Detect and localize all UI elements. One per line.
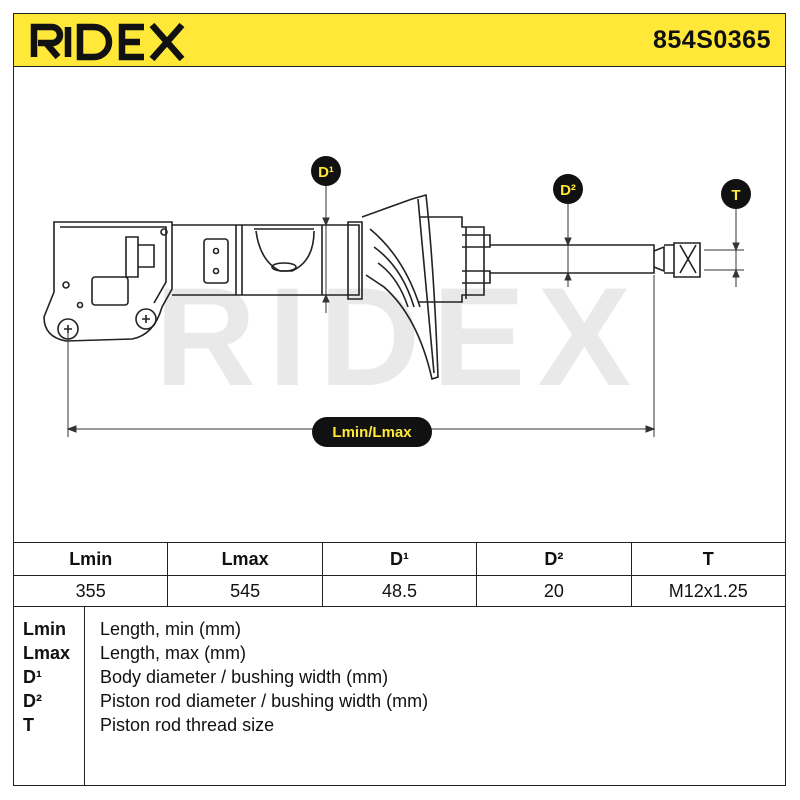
thread-nut bbox=[673, 242, 701, 278]
legend-desc: Body diameter / bushing width (mm) bbox=[100, 667, 389, 687]
legend-desc: Piston rod thread size bbox=[100, 715, 275, 735]
specs-value-row: 355 545 48.5 20 M12x1.25 bbox=[12, 575, 787, 607]
spring-seat bbox=[361, 193, 439, 381]
header-lmin: Lmin bbox=[12, 542, 169, 576]
specs-table: Lmin Lmax D¹ D² T 355 545 48.5 20 M12x1.… bbox=[12, 542, 787, 607]
top-mount bbox=[419, 216, 485, 303]
legend-key: Lmax bbox=[23, 643, 71, 663]
legend-desc: Length, min (mm) bbox=[100, 619, 242, 639]
body-tube bbox=[172, 224, 360, 296]
shock-absorber-drawing: RIDEX bbox=[43, 156, 751, 447]
legend-key: T bbox=[23, 715, 34, 735]
legend: Lmin Length, min (mm) Lmax Length, max (… bbox=[13, 606, 786, 786]
length-badge: Lmin/Lmax bbox=[312, 417, 432, 447]
d1-label: D¹ bbox=[318, 164, 334, 181]
d2-label: D² bbox=[560, 182, 576, 199]
legend-key: Lmin bbox=[23, 619, 66, 639]
d1-badge: D¹ bbox=[311, 156, 341, 186]
legend-desc: Length, max (mm) bbox=[100, 643, 247, 663]
ridex-logo bbox=[30, 22, 185, 61]
header-d2: D² bbox=[476, 542, 632, 576]
legend-key: D² bbox=[23, 691, 42, 711]
value-lmin: 355 bbox=[12, 575, 169, 607]
t-badge: T bbox=[721, 179, 751, 209]
mounting-bracket bbox=[43, 221, 173, 342]
header-lmax: Lmax bbox=[167, 542, 323, 576]
legend-desc: Piston rod diameter / bushing width (mm) bbox=[100, 691, 429, 711]
t-label: T bbox=[731, 187, 740, 204]
value-t: M12x1.25 bbox=[630, 575, 787, 607]
value-d1: 48.5 bbox=[321, 575, 478, 607]
legend-key: D¹ bbox=[23, 667, 42, 687]
value-d2: 20 bbox=[476, 575, 632, 607]
specs-header-row: Lmin Lmax D¹ D² T bbox=[12, 542, 787, 576]
header-t: T bbox=[630, 542, 787, 576]
legend-divider bbox=[84, 606, 85, 785]
piston-rod bbox=[490, 244, 655, 274]
part-number: 854S0365 bbox=[652, 26, 771, 54]
watermark: RIDEX bbox=[155, 258, 643, 415]
value-lmax: 545 bbox=[167, 575, 323, 607]
header-bar: 854S0365 bbox=[13, 13, 786, 67]
header-d1: D¹ bbox=[321, 542, 478, 576]
length-label: Lmin/Lmax bbox=[332, 424, 412, 441]
d2-badge: D² bbox=[553, 174, 583, 204]
